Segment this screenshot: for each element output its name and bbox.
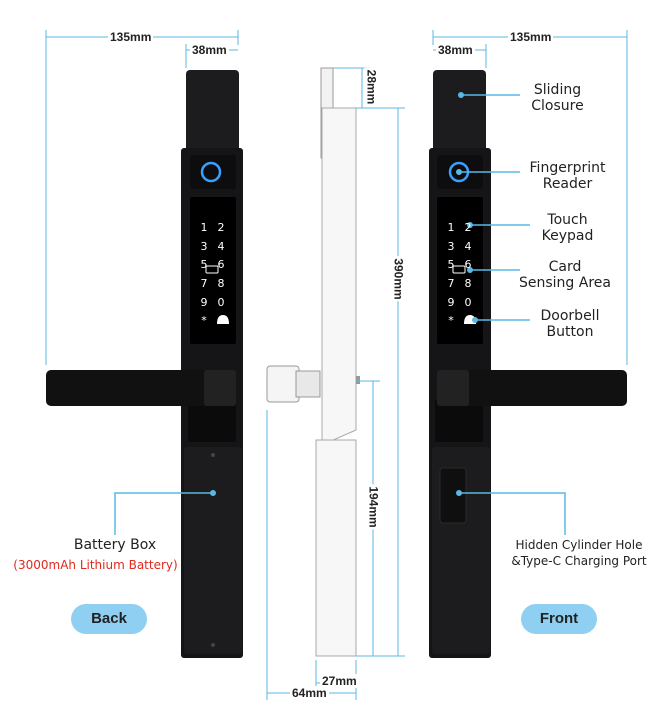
dim-width-total-front: 135mm bbox=[508, 30, 554, 44]
callout-dots bbox=[210, 92, 478, 496]
key-1: 1 bbox=[447, 221, 455, 234]
key-star: * bbox=[201, 314, 207, 327]
key-8: 8 bbox=[464, 277, 472, 290]
side-view bbox=[266, 67, 360, 657]
callout-lines bbox=[114, 94, 566, 535]
label-sliding-closure: Sliding Closure bbox=[531, 82, 584, 114]
label-battery-box: Battery Box bbox=[73, 537, 157, 553]
label-fingerprint-reader: Fingerprint Reader bbox=[529, 160, 606, 192]
label-cylinder-hole: Hidden Cylinder Hole &Type-C Charging Po… bbox=[511, 538, 647, 568]
key-5: 5 bbox=[447, 258, 455, 271]
dim-height-lower: 194mm bbox=[366, 484, 381, 530]
dim-width-head-back: 38mm bbox=[190, 43, 229, 57]
key-9: 9 bbox=[200, 296, 208, 309]
key-3: 3 bbox=[447, 240, 455, 253]
label-battery-detail: (3000mAh Lithium Battery) bbox=[13, 558, 178, 572]
label-doorbell-button: Doorbell Button bbox=[540, 308, 600, 340]
dimension-lines bbox=[45, 30, 628, 700]
key-star: * bbox=[448, 314, 454, 327]
label-touch-keypad: Touch Keypad bbox=[541, 212, 594, 244]
key-4: 4 bbox=[464, 240, 472, 253]
dim-depth-inner: 27mm bbox=[320, 674, 359, 688]
key-0: 0 bbox=[217, 296, 225, 309]
key-1: 1 bbox=[200, 221, 208, 234]
key-5: 5 bbox=[200, 258, 208, 271]
key-0: 0 bbox=[464, 296, 472, 309]
key-2: 2 bbox=[217, 221, 225, 234]
key-7: 7 bbox=[447, 277, 455, 290]
dim-top-offset: 28mm bbox=[364, 67, 379, 107]
dim-width-head-front: 38mm bbox=[436, 43, 475, 57]
label-card-sensing: Card Sensing Area bbox=[519, 259, 611, 291]
dim-width-total-back: 135mm bbox=[108, 30, 154, 44]
key-9: 9 bbox=[447, 296, 455, 309]
key-7: 7 bbox=[200, 277, 208, 290]
key-6: 6 bbox=[464, 258, 472, 271]
key-6: 6 bbox=[217, 258, 225, 271]
front-view-button[interactable]: Front bbox=[521, 604, 597, 634]
key-2: 2 bbox=[464, 221, 472, 234]
key-4: 4 bbox=[217, 240, 225, 253]
back-lock bbox=[46, 70, 243, 658]
front-lock bbox=[429, 70, 627, 658]
key-8: 8 bbox=[217, 277, 225, 290]
back-view-button[interactable]: Back bbox=[71, 604, 147, 634]
dim-height-total: 390mm bbox=[391, 256, 406, 302]
key-3: 3 bbox=[200, 240, 208, 253]
dim-depth-total: 64mm bbox=[290, 686, 329, 700]
